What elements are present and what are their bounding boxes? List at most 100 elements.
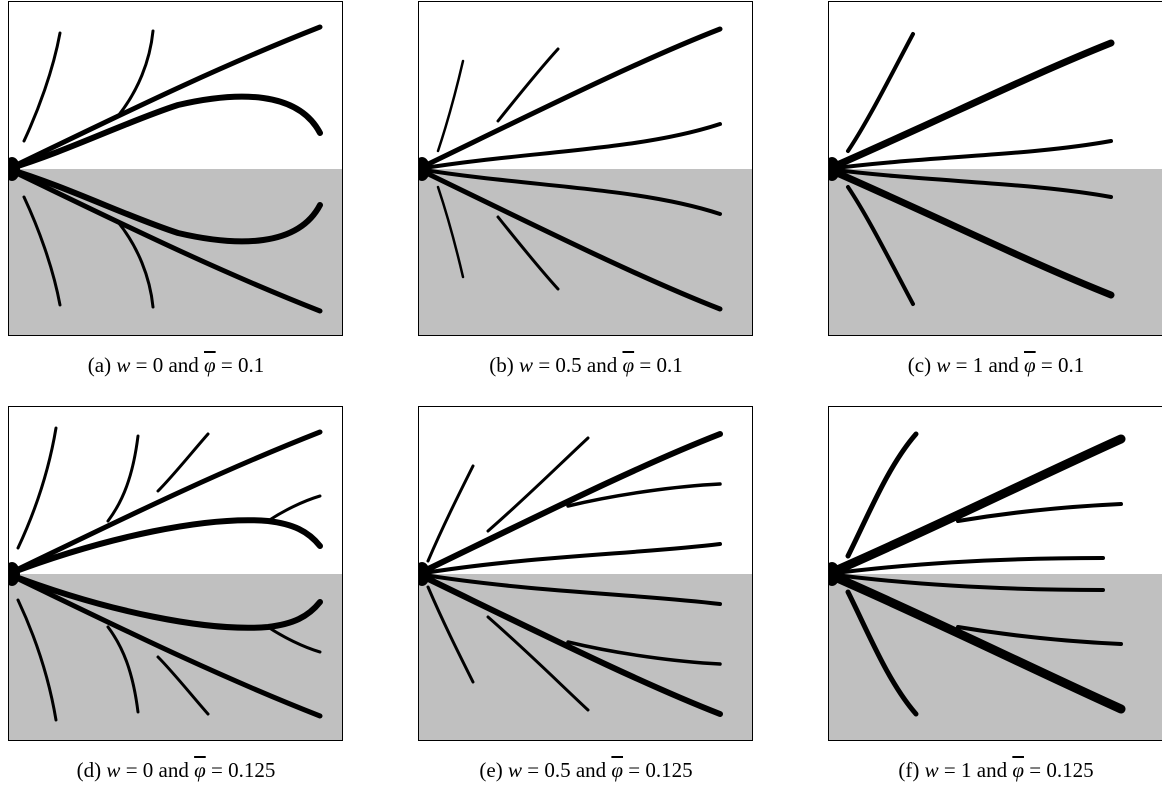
branch-upper-1	[956, 502, 1123, 523]
branch-upper-0	[8, 93, 323, 172]
branch-upper-3	[436, 59, 465, 153]
branch-structure	[8, 24, 323, 314]
branch-upper-2	[418, 542, 722, 576]
branch-lower-1	[828, 167, 1113, 199]
root-node	[418, 157, 430, 181]
branch-lower-2	[418, 572, 722, 606]
figure-panel-e	[418, 406, 753, 741]
branch-upper-2	[496, 47, 560, 123]
symbol-phi-bar: φ	[1012, 758, 1024, 782]
panel-d-image	[8, 406, 343, 741]
equals-sign: =	[1035, 353, 1058, 377]
branch-upper-3	[156, 432, 210, 493]
figure-panel-f	[828, 406, 1162, 741]
branch-lower-4	[426, 585, 475, 684]
symbol-w: w	[106, 758, 121, 782]
panel-frame	[828, 1, 1162, 336]
branch-lower-2	[828, 572, 1105, 592]
branch-structure	[8, 426, 323, 722]
branch-upper-3	[845, 431, 919, 559]
panel-frame	[8, 1, 343, 336]
branch-structure	[828, 32, 1115, 306]
caption-c: (c) w = 1 and φ = 0.1	[806, 352, 1162, 378]
caption-f: (f) w = 1 and φ = 0.125	[806, 757, 1162, 783]
panel-a-image	[8, 1, 343, 336]
caption-and: and	[988, 353, 1019, 377]
symbol-phi-bar: φ	[611, 758, 624, 782]
phi-value: 0.125	[1046, 758, 1094, 782]
equals-sign: =	[950, 353, 973, 377]
branch-upper-2	[846, 32, 915, 153]
caption-e: (e) w = 0.5 and φ = 0.125	[396, 757, 776, 783]
root-node	[8, 157, 20, 181]
branch-upper-4	[426, 464, 475, 563]
equals-sign: =	[521, 758, 545, 782]
branch-upper-0	[828, 39, 1115, 173]
branch-lower-1	[956, 625, 1123, 646]
symbol-phi-bar: φ	[194, 758, 206, 782]
equals-sign: =	[938, 758, 962, 782]
panel-f-image	[828, 406, 1162, 741]
branch-lower-1	[8, 166, 323, 314]
panel-c-image	[828, 1, 1162, 336]
branch-lower-4	[106, 625, 140, 714]
symbol-phi-bar: φ	[204, 353, 216, 377]
branch-upper-0	[418, 431, 723, 577]
panel-e-image	[418, 406, 753, 741]
panel-frame	[418, 1, 753, 336]
branch-upper-2	[116, 29, 155, 118]
caption-label: (a)	[87, 353, 112, 377]
w-value: 0.5	[544, 758, 571, 782]
panel-frame	[418, 406, 753, 741]
caption-label: (e)	[479, 758, 503, 782]
caption-and: and	[976, 758, 1008, 782]
branch-upper-5	[16, 426, 58, 550]
branch-lower-1	[566, 640, 722, 666]
w-value: 1	[961, 758, 972, 782]
panel-frame	[828, 406, 1162, 741]
phi-value: 0.125	[228, 758, 276, 782]
branch-lower-0	[8, 571, 323, 631]
caption-label: (d)	[76, 758, 102, 782]
branch-lower-0	[8, 166, 323, 245]
phi-value: 0.1	[656, 353, 683, 377]
branch-structure	[828, 431, 1126, 717]
caption-and: and	[586, 353, 618, 377]
branch-upper-1	[418, 122, 722, 171]
branch-lower-3	[436, 185, 465, 279]
equals-sign: =	[1023, 758, 1047, 782]
equals-sign: =	[205, 758, 229, 782]
w-value: 0.5	[555, 353, 582, 377]
branch-lower-2	[496, 215, 560, 291]
caption-d: (d) w = 0 and φ = 0.125	[0, 757, 366, 783]
equals-sign: =	[623, 758, 646, 782]
branch-upper-0	[8, 517, 323, 577]
branch-lower-3	[845, 589, 919, 717]
branch-lower-2	[846, 185, 915, 306]
root-node	[418, 562, 430, 586]
caption-label: (c)	[907, 353, 932, 377]
branch-lower-3	[486, 615, 590, 712]
branch-lower-0	[828, 569, 1126, 714]
symbol-w: w	[519, 353, 534, 377]
branch-lower-1	[266, 625, 322, 654]
branch-structure	[418, 26, 723, 312]
panel-b-image	[418, 1, 753, 336]
branch-structure	[418, 431, 723, 717]
symbol-phi-bar: φ	[1024, 353, 1036, 377]
caption-a: (a) w = 0 and φ = 0.1	[0, 352, 366, 378]
equals-sign: =	[533, 353, 556, 377]
caption-label: (f)	[898, 758, 920, 782]
branch-lower-5	[16, 598, 58, 722]
caption-label: (b)	[489, 353, 514, 377]
branch-lower-3	[22, 195, 62, 307]
figure-panel-d	[8, 406, 343, 741]
w-value: 0	[142, 758, 154, 782]
equals-sign: =	[120, 758, 143, 782]
symbol-w: w	[507, 758, 522, 782]
figure-panel-b	[418, 1, 753, 336]
w-value: 0	[152, 353, 164, 377]
branch-upper-2	[828, 556, 1105, 576]
figure-panel-a	[8, 1, 343, 336]
branch-lower-2	[8, 571, 323, 719]
